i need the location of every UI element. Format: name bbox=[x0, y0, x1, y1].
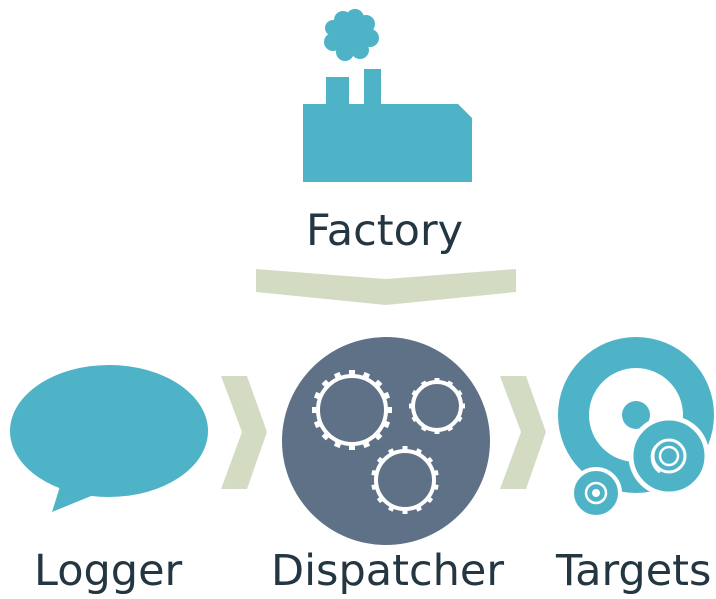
speech-bubble-icon bbox=[10, 365, 208, 512]
gears-icon bbox=[282, 337, 490, 545]
smoke-cloud bbox=[324, 9, 379, 61]
medium-target bbox=[628, 415, 710, 497]
dispatcher-circle bbox=[282, 337, 490, 545]
gear-large bbox=[312, 370, 392, 450]
gear-small bbox=[409, 378, 465, 434]
chevron-down-connector bbox=[256, 269, 516, 305]
chevron-right-connector-logger bbox=[221, 376, 267, 489]
factory-building bbox=[303, 69, 472, 182]
gear-medium bbox=[371, 446, 439, 514]
targets-label: Targets bbox=[556, 546, 712, 596]
gear-group bbox=[312, 370, 465, 514]
targets-icon bbox=[558, 337, 714, 519]
logger-label: Logger bbox=[34, 546, 183, 596]
chevron-right-connector-targets bbox=[500, 376, 546, 489]
factory-label: Factory bbox=[306, 206, 464, 256]
dispatcher-label: Dispatcher bbox=[271, 546, 504, 596]
factory-icon bbox=[303, 9, 472, 182]
